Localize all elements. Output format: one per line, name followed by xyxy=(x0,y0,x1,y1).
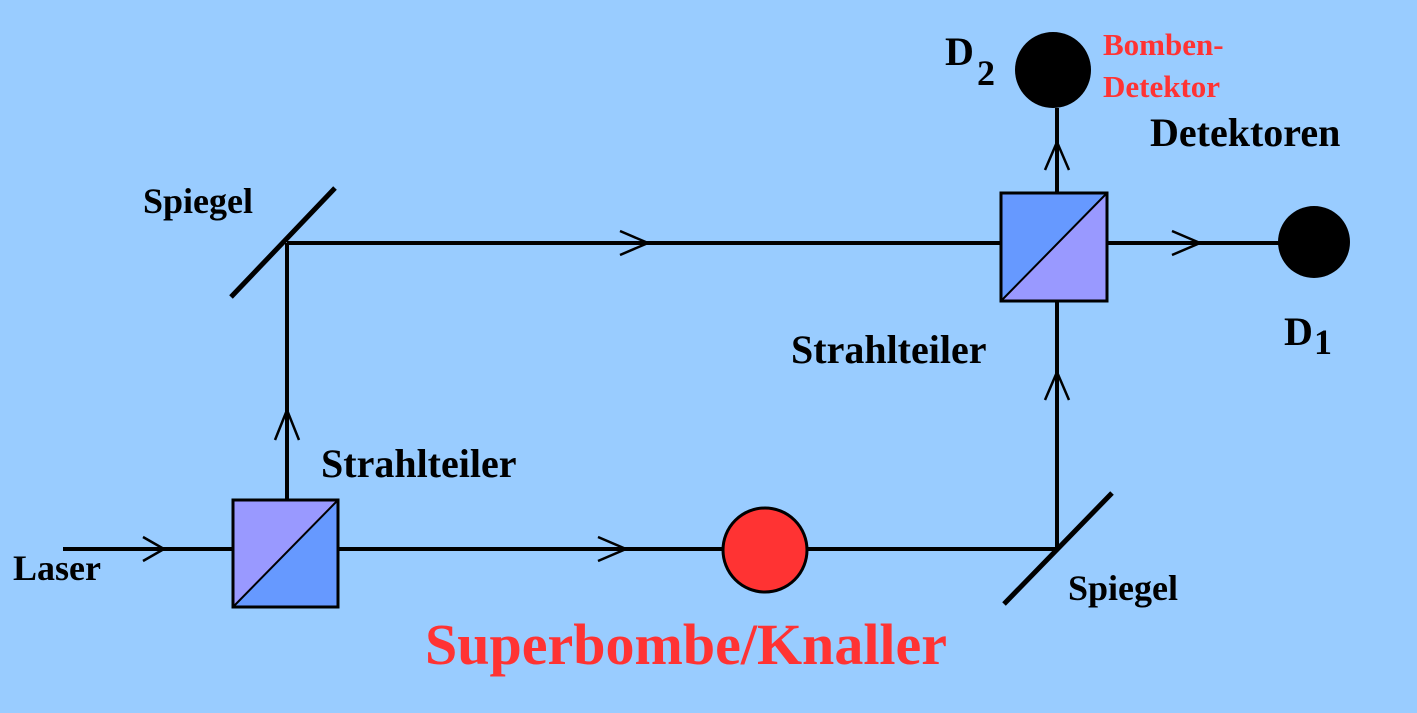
arrow-right-d1 xyxy=(1171,229,1204,257)
label-laser: Laser xyxy=(13,548,101,588)
detector-d2 xyxy=(1015,32,1091,108)
arrow-right-lower xyxy=(597,535,630,563)
arrow-up-d2 xyxy=(1043,138,1071,171)
beam-arrows xyxy=(142,138,1204,563)
mirror-bottom-right xyxy=(1002,491,1114,606)
label-bomb: Superbombe/Knaller xyxy=(425,612,947,677)
beam-paths xyxy=(63,108,1283,551)
label-bomb-detector-line1: Bomben- xyxy=(1103,27,1224,62)
arrow-right-upper xyxy=(619,229,652,257)
bomb-circle xyxy=(721,506,809,594)
label-mirror-top-left: Spiegel xyxy=(143,181,253,221)
arrow-up-right xyxy=(1043,368,1071,401)
beam-splitter-bottom-left xyxy=(231,498,340,609)
arrow-right-laser xyxy=(142,535,167,563)
beam-splitter-top-right xyxy=(999,191,1109,303)
label-detectors: Detektoren xyxy=(1150,110,1340,155)
label-mirror-bottom-right: Spiegel xyxy=(1068,568,1178,608)
detector-d1 xyxy=(1278,206,1350,278)
label-bomb-detector-line2: Detektor xyxy=(1103,69,1220,104)
label-d1-letter: D xyxy=(1284,309,1313,354)
label-d1-index: 1 xyxy=(1314,322,1332,362)
arrow-up-left xyxy=(273,406,301,441)
label-d2-index: 2 xyxy=(977,53,995,93)
label-splitter-top-right: Strahlteiler xyxy=(791,327,987,372)
label-d2-letter: D xyxy=(945,29,974,74)
mirror-top-left xyxy=(229,186,337,299)
label-splitter-bottom-left: Strahlteiler xyxy=(321,441,517,486)
